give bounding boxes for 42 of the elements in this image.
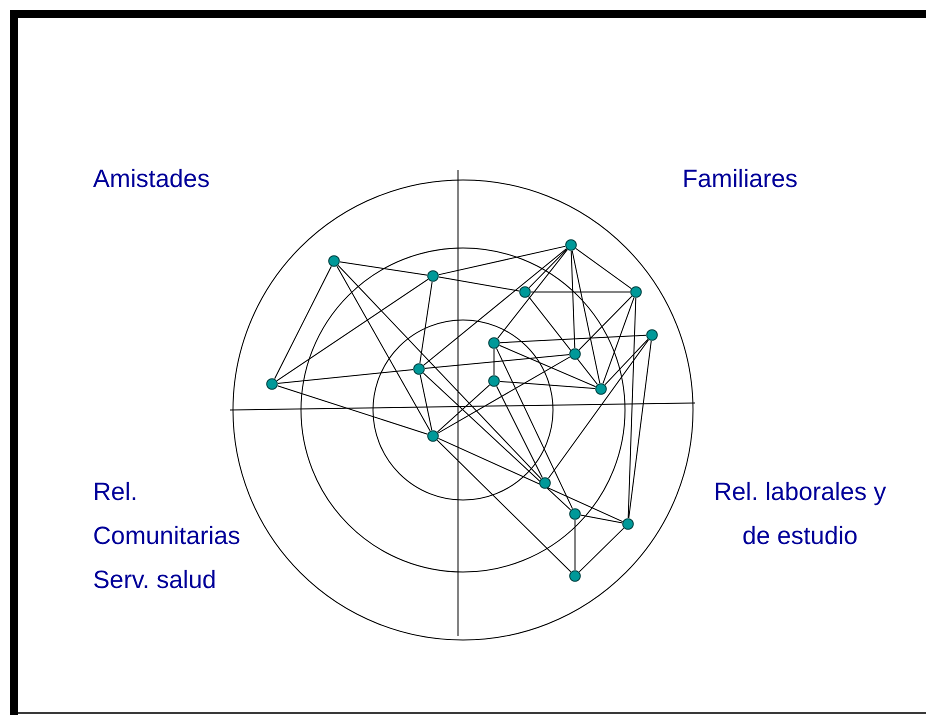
connector-line <box>499 380 596 390</box>
connector-line <box>438 246 566 276</box>
connector-line <box>496 386 543 478</box>
sector-label: Amistades <box>93 164 211 195</box>
connector-line <box>423 248 567 366</box>
connector-line <box>578 296 632 350</box>
sector-label: Rel. Comunitarias Serv. salud <box>93 477 242 596</box>
connector-line <box>574 520 576 570</box>
connector-line <box>580 514 623 524</box>
connector-line <box>277 369 414 384</box>
connector-line <box>570 250 576 348</box>
connector-line <box>499 344 596 388</box>
connector-line <box>578 528 624 572</box>
connector-line <box>436 384 490 432</box>
connector-line <box>628 340 652 519</box>
connector-line <box>604 338 648 386</box>
connector-line <box>572 250 600 384</box>
connector-line <box>528 296 598 385</box>
connector-line <box>277 385 428 435</box>
connector-line <box>602 297 634 384</box>
connector-line <box>436 440 572 572</box>
connector-line <box>497 249 568 339</box>
connector-line <box>419 281 433 364</box>
connector-line <box>424 354 570 369</box>
connector-line <box>422 372 572 510</box>
connector-line <box>338 264 542 480</box>
connector-line <box>276 278 429 382</box>
connector-line <box>274 266 332 380</box>
connector-line <box>438 356 570 434</box>
sector-label: Rel. laborales y de estudio <box>712 477 888 552</box>
connector-line <box>528 248 568 288</box>
connector-line <box>500 334 646 344</box>
connector-line <box>438 276 520 292</box>
connector-line <box>336 266 431 432</box>
connector-line <box>438 438 624 522</box>
connector-line <box>575 248 632 289</box>
connector-line <box>496 348 573 510</box>
connector-line <box>628 298 636 518</box>
connector-line <box>420 374 432 431</box>
connector-line <box>339 261 428 276</box>
connector-line <box>548 339 649 479</box>
sector-label: Familiares <box>681 164 799 195</box>
